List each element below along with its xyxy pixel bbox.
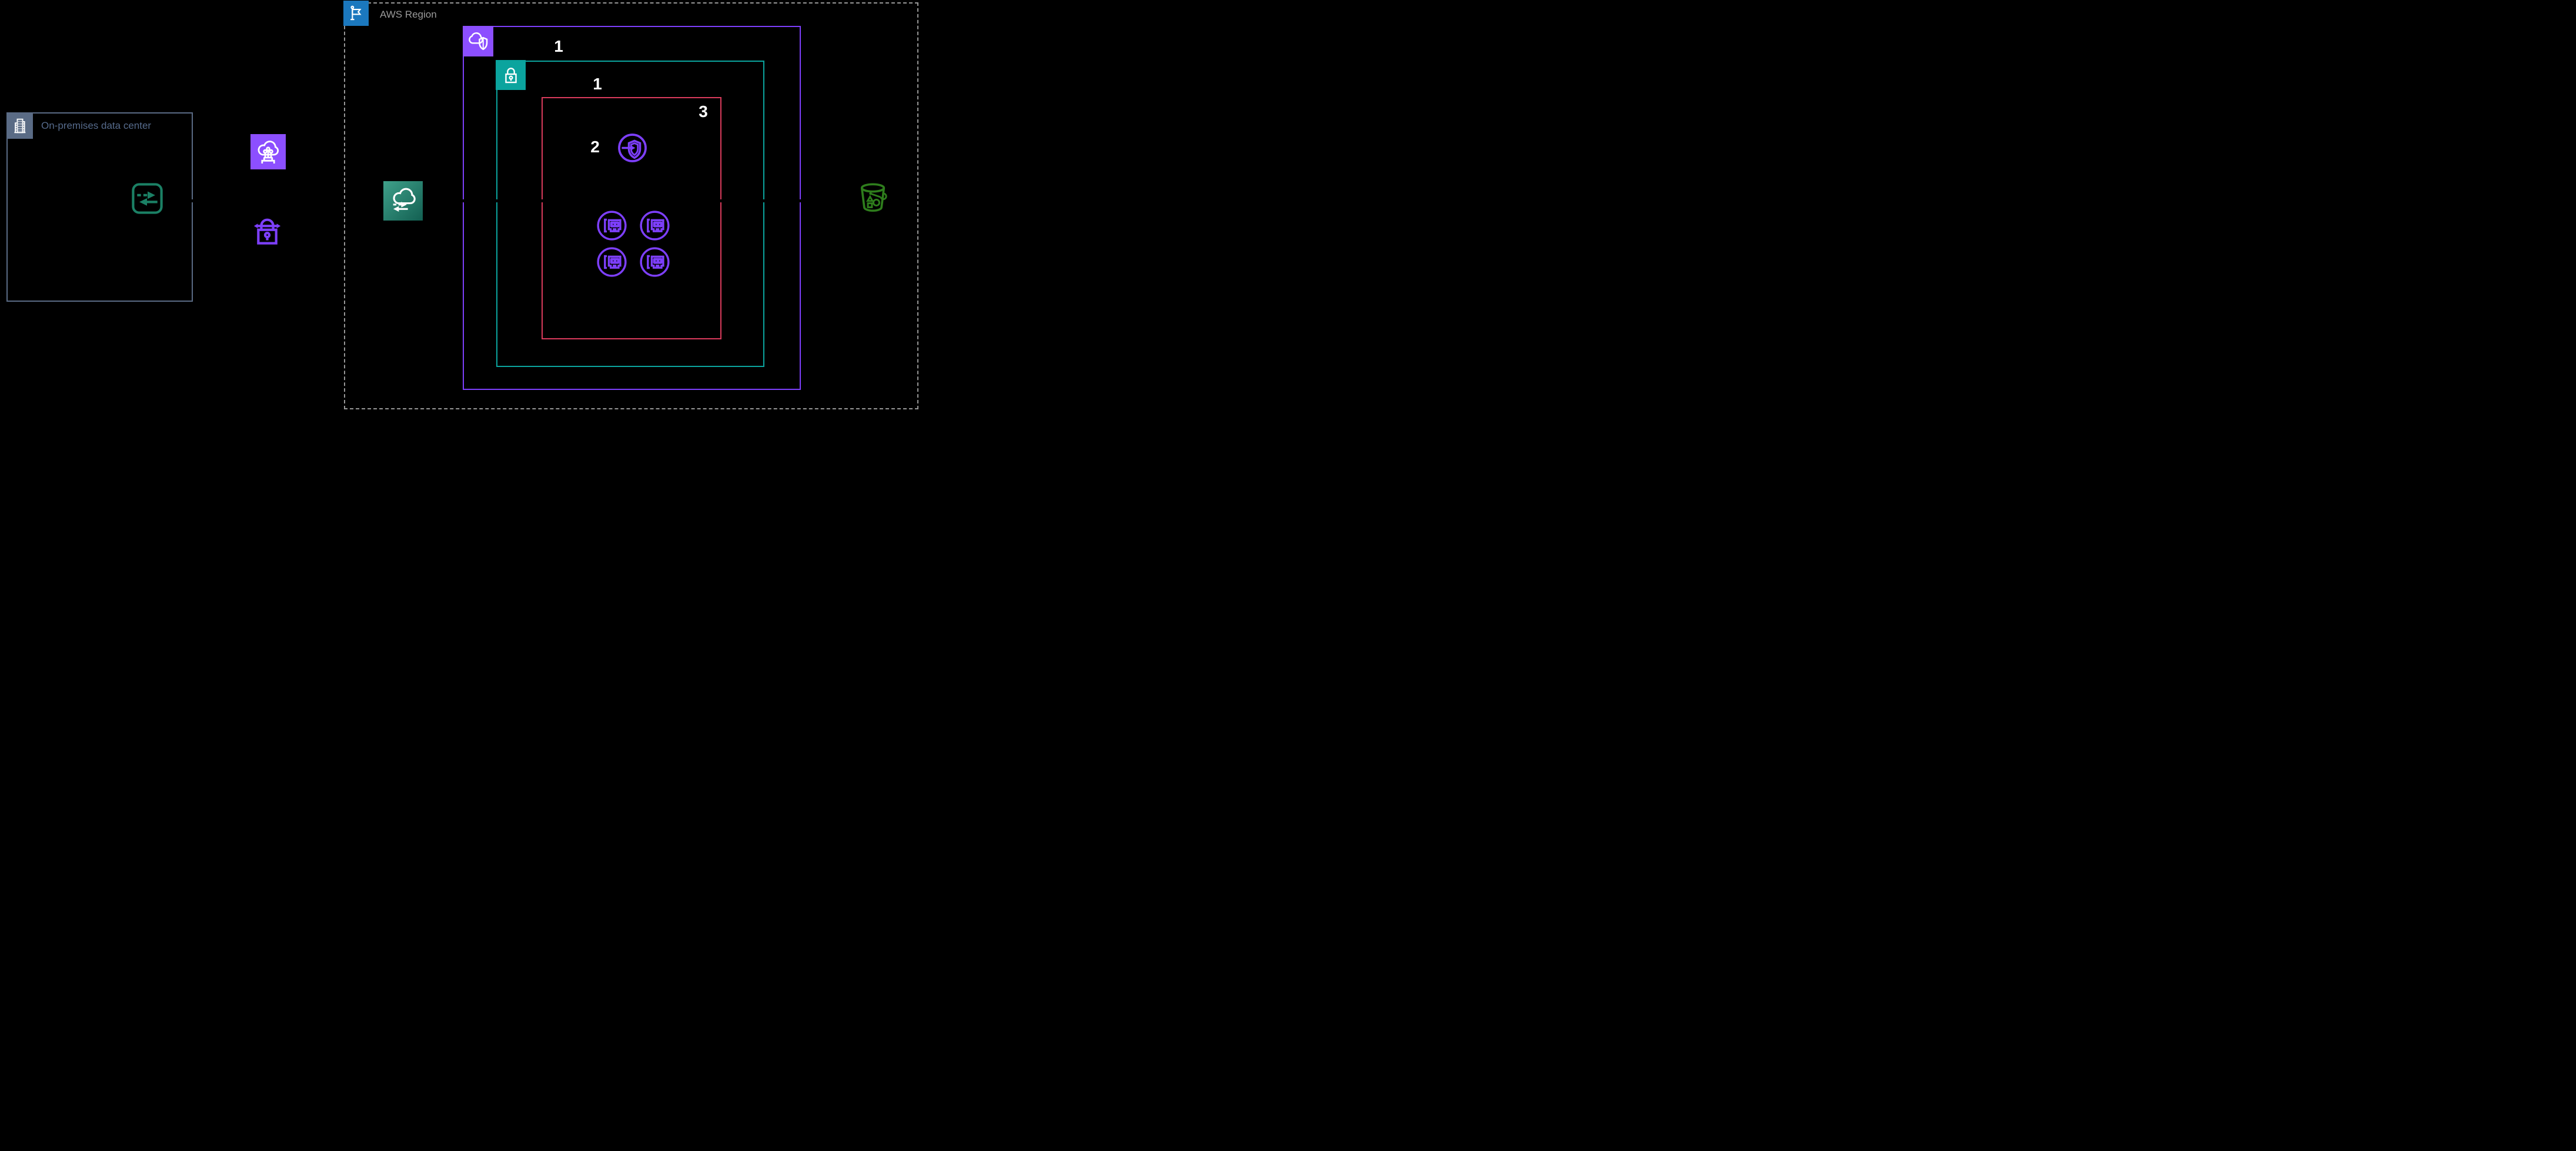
on-premises-box <box>6 112 193 302</box>
transit-gateway-icon <box>383 181 423 221</box>
flag-icon <box>343 1 369 26</box>
direct-connect-icon <box>250 134 286 169</box>
private-subnet-box <box>496 61 764 367</box>
aws-region-box <box>344 2 918 409</box>
network-interface-icon <box>639 246 671 278</box>
customer-gateway-router-icon <box>130 181 165 216</box>
building-icon <box>6 112 33 139</box>
s3-bucket-icon <box>858 181 888 213</box>
network-interface-icon <box>596 246 628 278</box>
on-premises-title: On-premises data center <box>41 120 152 131</box>
network-interface-icon <box>639 209 671 242</box>
network-interface-icon <box>596 209 628 242</box>
private-subnet-badge: 1 <box>593 75 602 93</box>
private-subnet-lock-icon <box>496 60 526 90</box>
security-group-badge: 3 <box>699 102 708 121</box>
vpc-cloud-shield-icon <box>463 26 493 56</box>
aws-architecture-diagram: On-premises data center <box>0 0 922 412</box>
vpc-badge: 1 <box>554 37 563 55</box>
horizontal-connector-line <box>160 199 860 202</box>
vpc-box <box>463 26 801 390</box>
security-group-box <box>542 97 721 339</box>
vpc-endpoint-badge: 2 <box>590 138 600 156</box>
aws-region-title: AWS Region <box>380 9 437 20</box>
vpc-endpoint-icon <box>617 132 648 164</box>
site-to-site-vpn-icon <box>253 215 282 248</box>
